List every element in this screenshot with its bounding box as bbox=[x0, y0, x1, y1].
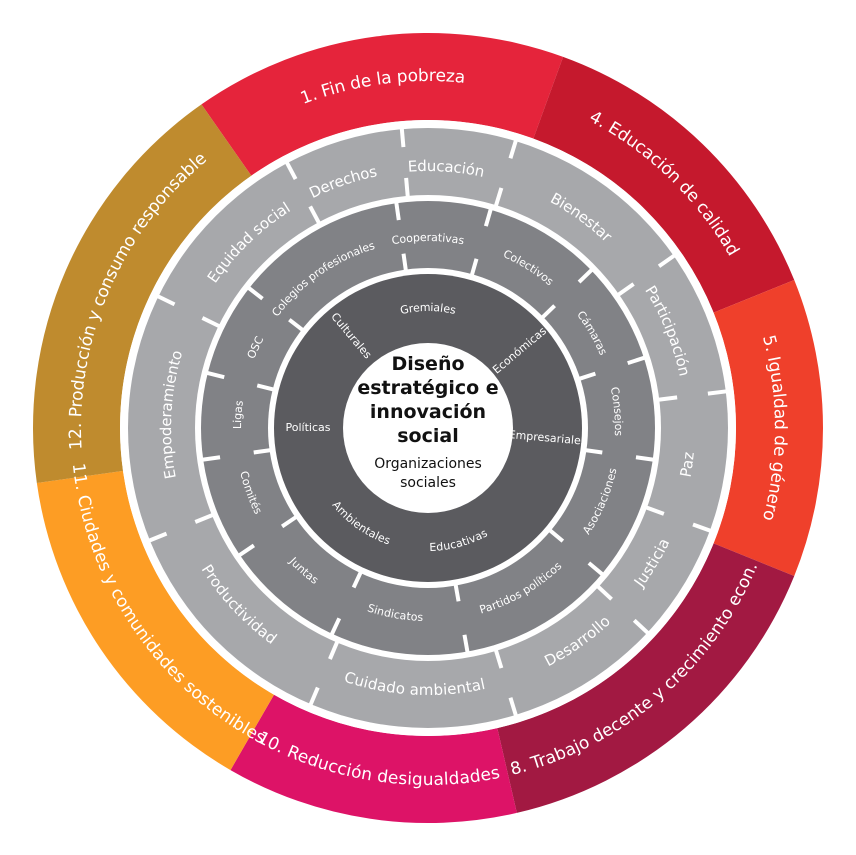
separator-tick bbox=[493, 648, 504, 669]
separator-tick bbox=[469, 258, 479, 277]
separator-tick bbox=[201, 455, 221, 462]
separator-tick bbox=[237, 543, 256, 558]
separator-tick bbox=[256, 383, 276, 392]
separator-tick bbox=[540, 304, 556, 320]
separator-tick bbox=[328, 639, 340, 660]
separator-tick bbox=[253, 448, 272, 455]
separator-tick bbox=[453, 583, 461, 602]
separator-tick bbox=[584, 448, 603, 455]
center-subtitle-line: Organizaciones bbox=[374, 456, 482, 472]
separator-tick bbox=[707, 389, 728, 396]
center-subtitle-line: sociales bbox=[400, 475, 456, 491]
center-title-line: Diseño bbox=[391, 353, 464, 375]
separator-tick bbox=[657, 253, 677, 268]
separator-tick bbox=[493, 187, 504, 208]
separator-tick bbox=[401, 253, 408, 272]
separator-tick bbox=[644, 505, 665, 516]
separator-tick bbox=[632, 618, 651, 636]
separator-tick bbox=[616, 282, 635, 298]
separator-tick bbox=[577, 268, 594, 284]
separator-tick bbox=[399, 126, 406, 148]
sdg-segment bbox=[201, 33, 564, 176]
separator-tick bbox=[284, 160, 298, 180]
separator-tick bbox=[247, 286, 264, 301]
organization-type-label: Ligas bbox=[231, 399, 246, 429]
separator-tick bbox=[587, 561, 604, 577]
organization-category-label: Políticas bbox=[286, 421, 331, 434]
separator-tick bbox=[206, 370, 225, 380]
separator-tick bbox=[308, 686, 320, 707]
organization-category-label: Gremiales bbox=[399, 301, 457, 317]
values-ring-label: Paz bbox=[676, 451, 697, 479]
separator-tick bbox=[547, 528, 565, 543]
separator-tick bbox=[595, 584, 613, 601]
center-title-line: social bbox=[397, 425, 458, 447]
organization-types-separators bbox=[201, 201, 655, 653]
separator-tick bbox=[627, 355, 646, 366]
sdg-segment bbox=[497, 543, 795, 813]
separator-tick bbox=[394, 201, 401, 221]
organization-type-label: Cooperativas bbox=[391, 231, 466, 247]
sdg-segment bbox=[32, 104, 252, 483]
separator-tick bbox=[404, 177, 410, 199]
separator-tick bbox=[692, 522, 713, 534]
separator-tick bbox=[280, 514, 299, 529]
separator-tick bbox=[635, 455, 655, 462]
values-ring-label: Educación bbox=[407, 156, 486, 180]
separator-tick bbox=[483, 208, 493, 227]
center-title-line: innovación bbox=[370, 401, 486, 423]
center-title-line: estratégico e bbox=[357, 377, 498, 399]
separator-tick bbox=[147, 531, 168, 543]
separator-tick bbox=[657, 395, 678, 402]
separator-tick bbox=[351, 570, 364, 589]
separator-tick bbox=[462, 634, 470, 653]
separator-tick bbox=[508, 697, 519, 718]
separator-tick bbox=[194, 512, 215, 524]
separator-tick bbox=[288, 318, 305, 333]
center-circle bbox=[343, 343, 513, 513]
sdg-segment bbox=[533, 56, 795, 313]
sdg-segment bbox=[230, 694, 517, 823]
separator-tick bbox=[308, 205, 322, 225]
sdg-segment bbox=[713, 280, 823, 576]
separator-tick bbox=[329, 617, 342, 636]
organization-type-label: Consejos bbox=[608, 386, 625, 437]
separator-tick bbox=[201, 316, 222, 329]
separator-tick bbox=[577, 371, 597, 382]
separator-tick bbox=[155, 293, 176, 307]
sdg-segment bbox=[36, 470, 274, 771]
values-ring-separators bbox=[147, 126, 728, 718]
separator-tick bbox=[508, 138, 519, 159]
